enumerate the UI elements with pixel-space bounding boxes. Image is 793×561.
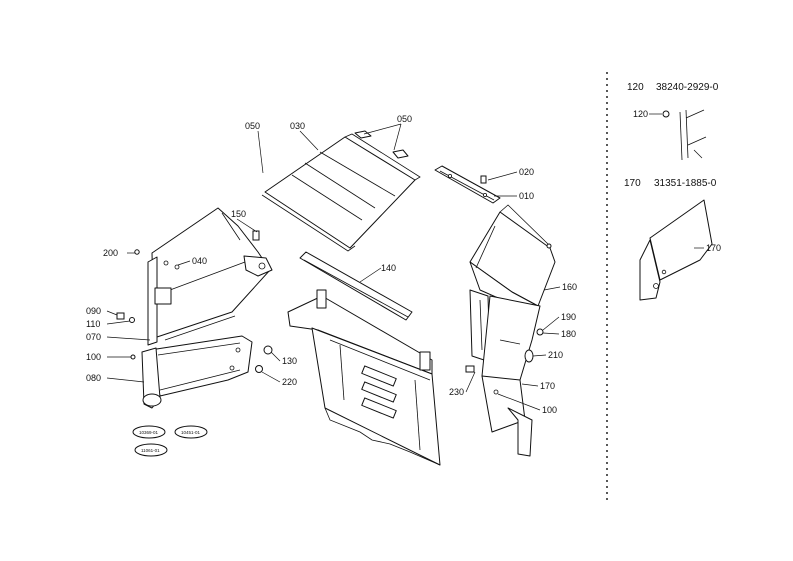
callout-100-right: 100 (542, 405, 557, 415)
callout-110: 110 (86, 319, 100, 329)
callout-150: 150 (231, 209, 246, 219)
reference-tag: 11061-01 (141, 448, 160, 453)
detail-170-callout: 170 (706, 243, 721, 253)
detail-120-item: 120 (627, 82, 644, 93)
detail-120-part-number: 38240-2929-0 (656, 82, 719, 93)
callout-170: 170 (540, 381, 555, 391)
callout-020: 020 (519, 167, 534, 177)
detail-panel-120: 120 38240-2929-0 120 (627, 82, 719, 161)
detail-panel-170: 170 31351-1885-0 170 (624, 178, 721, 301)
callout-130: 130 (282, 356, 297, 366)
callout-220: 220 (282, 377, 297, 387)
part-010-strap (434, 165, 501, 204)
part-160-right-box (469, 204, 556, 363)
callout-160: 160 (562, 282, 577, 292)
part-030-top-cover (261, 130, 421, 252)
part-040-left-panel (134, 207, 273, 346)
detail-170-item: 170 (624, 178, 641, 189)
callout-050-left: 050 (245, 121, 260, 131)
callout-030: 030 (290, 121, 305, 131)
callout-090: 090 (86, 306, 101, 316)
callout-070: 070 (86, 332, 101, 342)
part-140-rail (299, 251, 413, 321)
reference-tag: 10369-01 (139, 430, 159, 435)
callout-080: 080 (86, 373, 101, 383)
callout-050-right: 050 (397, 114, 412, 124)
reference-tags: 10369-01 10451-01 11061-01 (132, 425, 208, 457)
callout-180: 180 (561, 329, 576, 339)
callout-140: 140 (381, 263, 396, 273)
callout-190: 190 (561, 312, 576, 322)
callout-040: 040 (192, 256, 207, 266)
reference-tag: 10451-01 (181, 430, 201, 435)
callout-230: 230 (449, 387, 464, 397)
callout-210: 210 (548, 350, 563, 360)
detail-170-part-number: 31351-1885-0 (654, 178, 717, 189)
detail-120-callout: 120 (633, 109, 648, 119)
part-080-left-lower-panel (116, 312, 273, 409)
callout-labels: 050 030 050 020 010 150 200 040 140 160 … (86, 114, 577, 415)
callout-010: 010 (519, 191, 534, 201)
leader-lines (106, 123, 561, 411)
part-170-right-lower-panel (465, 295, 544, 457)
callout-200: 200 (103, 248, 118, 258)
centre-frame (287, 289, 441, 466)
callout-100-left: 100 (86, 352, 101, 362)
